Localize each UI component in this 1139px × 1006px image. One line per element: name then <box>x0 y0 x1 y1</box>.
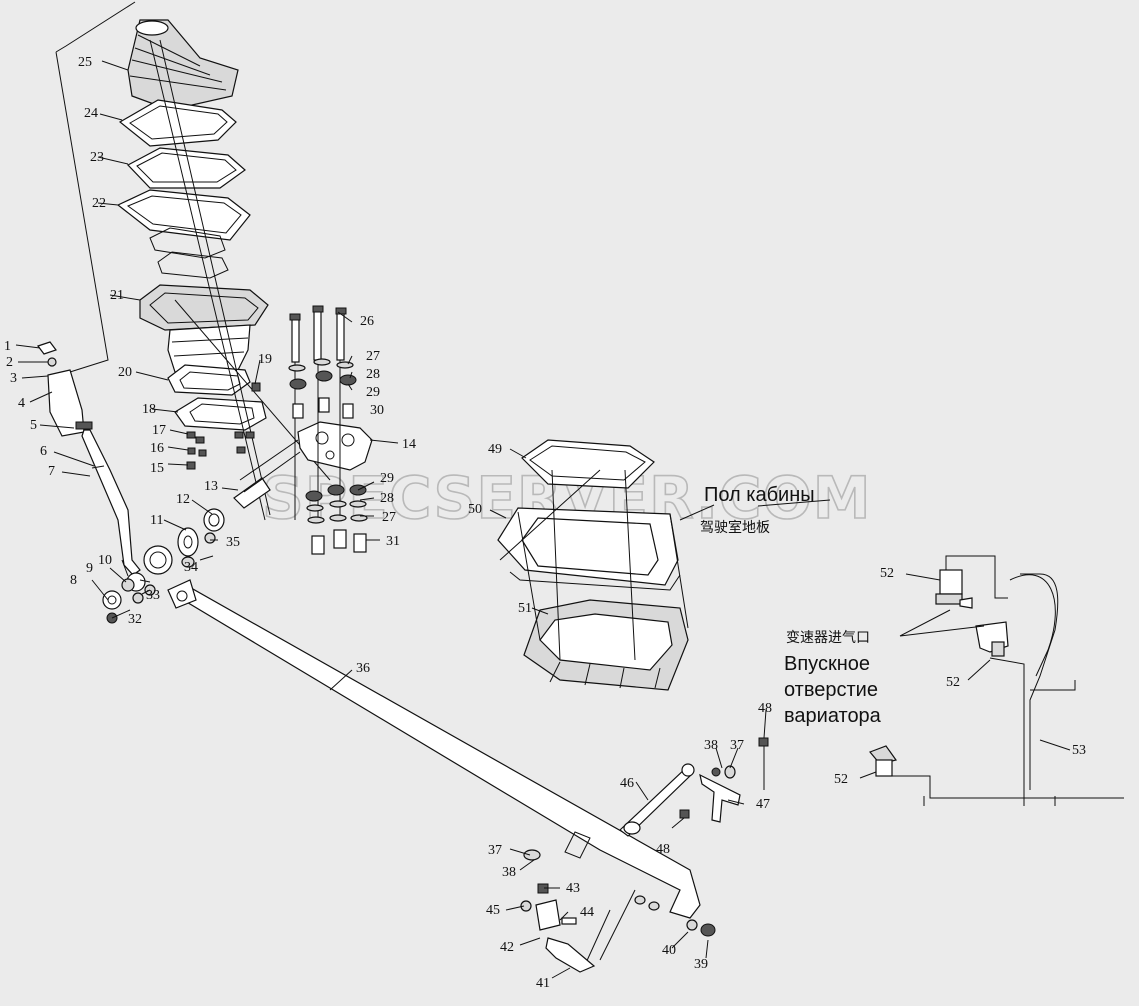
shift-rod-36 <box>167 579 701 966</box>
callout-7: 7 <box>48 464 55 479</box>
plate-20 <box>167 364 251 396</box>
callout-47: 47 <box>756 797 770 812</box>
frame-23 <box>127 147 246 189</box>
callout-8: 8 <box>70 573 77 588</box>
callout-34: 34 <box>184 560 198 575</box>
callout-19: 19 <box>258 352 272 367</box>
callout-53: 53 <box>1072 743 1086 758</box>
leader-lines <box>15 60 1071 979</box>
floor-frame-51 <box>523 599 689 691</box>
valve-52b <box>975 621 1009 657</box>
callout-12: 12 <box>176 492 190 507</box>
callout-4: 4 <box>18 396 25 411</box>
callout-6: 6 <box>40 444 47 459</box>
callout-31: 31 <box>386 534 400 549</box>
label-inlet-ru-2: отверстие <box>784 679 878 701</box>
valve-52c <box>868 745 898 777</box>
callout-52c: 52 <box>834 772 848 787</box>
callout-35: 35 <box>226 535 240 550</box>
callout-13: 13 <box>204 479 218 494</box>
seal-22 <box>116 189 251 279</box>
callout-30: 30 <box>370 403 384 418</box>
callout-45: 45 <box>486 903 500 918</box>
callout-3: 3 <box>10 371 17 386</box>
callout-15: 15 <box>150 461 164 476</box>
callout-21: 21 <box>110 288 124 303</box>
callout-18: 18 <box>142 402 156 417</box>
callout-9: 9 <box>86 561 93 576</box>
lever-base-parts <box>102 545 173 624</box>
callout-52b: 52 <box>946 675 960 690</box>
boot-25 <box>127 19 239 111</box>
callout-numbers: 1 2 3 4 5 6 7 8 9 10 11 12 13 14 15 16 1… <box>4 55 1086 991</box>
air-lines-53 <box>890 555 1124 806</box>
callout-1: 1 <box>4 339 11 354</box>
callout-28b: 28 <box>380 491 394 506</box>
callout-5: 5 <box>30 418 37 433</box>
callout-51: 51 <box>518 601 532 616</box>
callout-16: 16 <box>150 441 164 456</box>
callout-43: 43 <box>566 881 580 896</box>
callout-48b: 48 <box>656 842 670 857</box>
callout-11: 11 <box>150 513 163 528</box>
callout-41: 41 <box>536 976 550 991</box>
callout-46: 46 <box>620 776 634 791</box>
callout-24: 24 <box>84 106 98 121</box>
callout-48a: 48 <box>758 701 772 716</box>
callout-10: 10 <box>98 553 112 568</box>
callout-22: 22 <box>92 196 106 211</box>
clamp-41-45 <box>520 849 716 973</box>
callout-38b: 38 <box>704 738 718 753</box>
callout-52a: 52 <box>880 566 894 581</box>
boot-base-21 <box>139 284 269 373</box>
label-floor-ru: Пол кабины <box>704 484 815 506</box>
callout-29b: 29 <box>380 471 394 486</box>
bracket-14 <box>239 421 373 493</box>
callout-14: 14 <box>402 437 416 452</box>
callout-33: 33 <box>146 588 160 603</box>
lever-knob <box>37 341 141 576</box>
callout-38a: 38 <box>502 865 516 880</box>
callout-27: 27 <box>366 349 380 364</box>
callout-37b: 37 <box>730 738 744 753</box>
callout-42: 42 <box>500 940 514 955</box>
callout-50: 50 <box>468 502 482 517</box>
callout-32: 32 <box>128 612 142 627</box>
callout-36: 36 <box>356 661 370 676</box>
callout-20: 20 <box>118 365 132 380</box>
label-inlet-cn: 变速器进气口 <box>786 630 870 646</box>
floor-plate-50 <box>497 507 681 591</box>
bolt-stacks <box>288 305 368 555</box>
callout-40: 40 <box>662 943 676 958</box>
link-46-47 <box>619 737 769 837</box>
callout-29: 29 <box>366 385 380 400</box>
callout-49: 49 <box>488 442 502 457</box>
plate-18 <box>174 397 267 431</box>
label-inlet-ru-1: Впускное <box>784 653 870 675</box>
bolts-small <box>186 382 261 470</box>
callout-39: 39 <box>694 957 708 972</box>
callout-25: 25 <box>78 55 92 70</box>
callout-44: 44 <box>580 905 594 920</box>
label-floor-cn: 驾驶室地板 <box>700 519 770 536</box>
gasket-24 <box>118 99 237 147</box>
callout-17: 17 <box>152 423 166 438</box>
callout-26: 26 <box>360 314 374 329</box>
callout-2: 2 <box>6 355 13 370</box>
valve-52a <box>935 569 973 609</box>
callout-27b: 27 <box>382 510 396 525</box>
callout-23: 23 <box>90 150 104 165</box>
label-inlet-ru-3: вариатора <box>784 705 882 727</box>
callout-37a: 37 <box>488 843 502 858</box>
callout-28: 28 <box>366 367 380 382</box>
bushing-11-35 <box>177 477 271 568</box>
